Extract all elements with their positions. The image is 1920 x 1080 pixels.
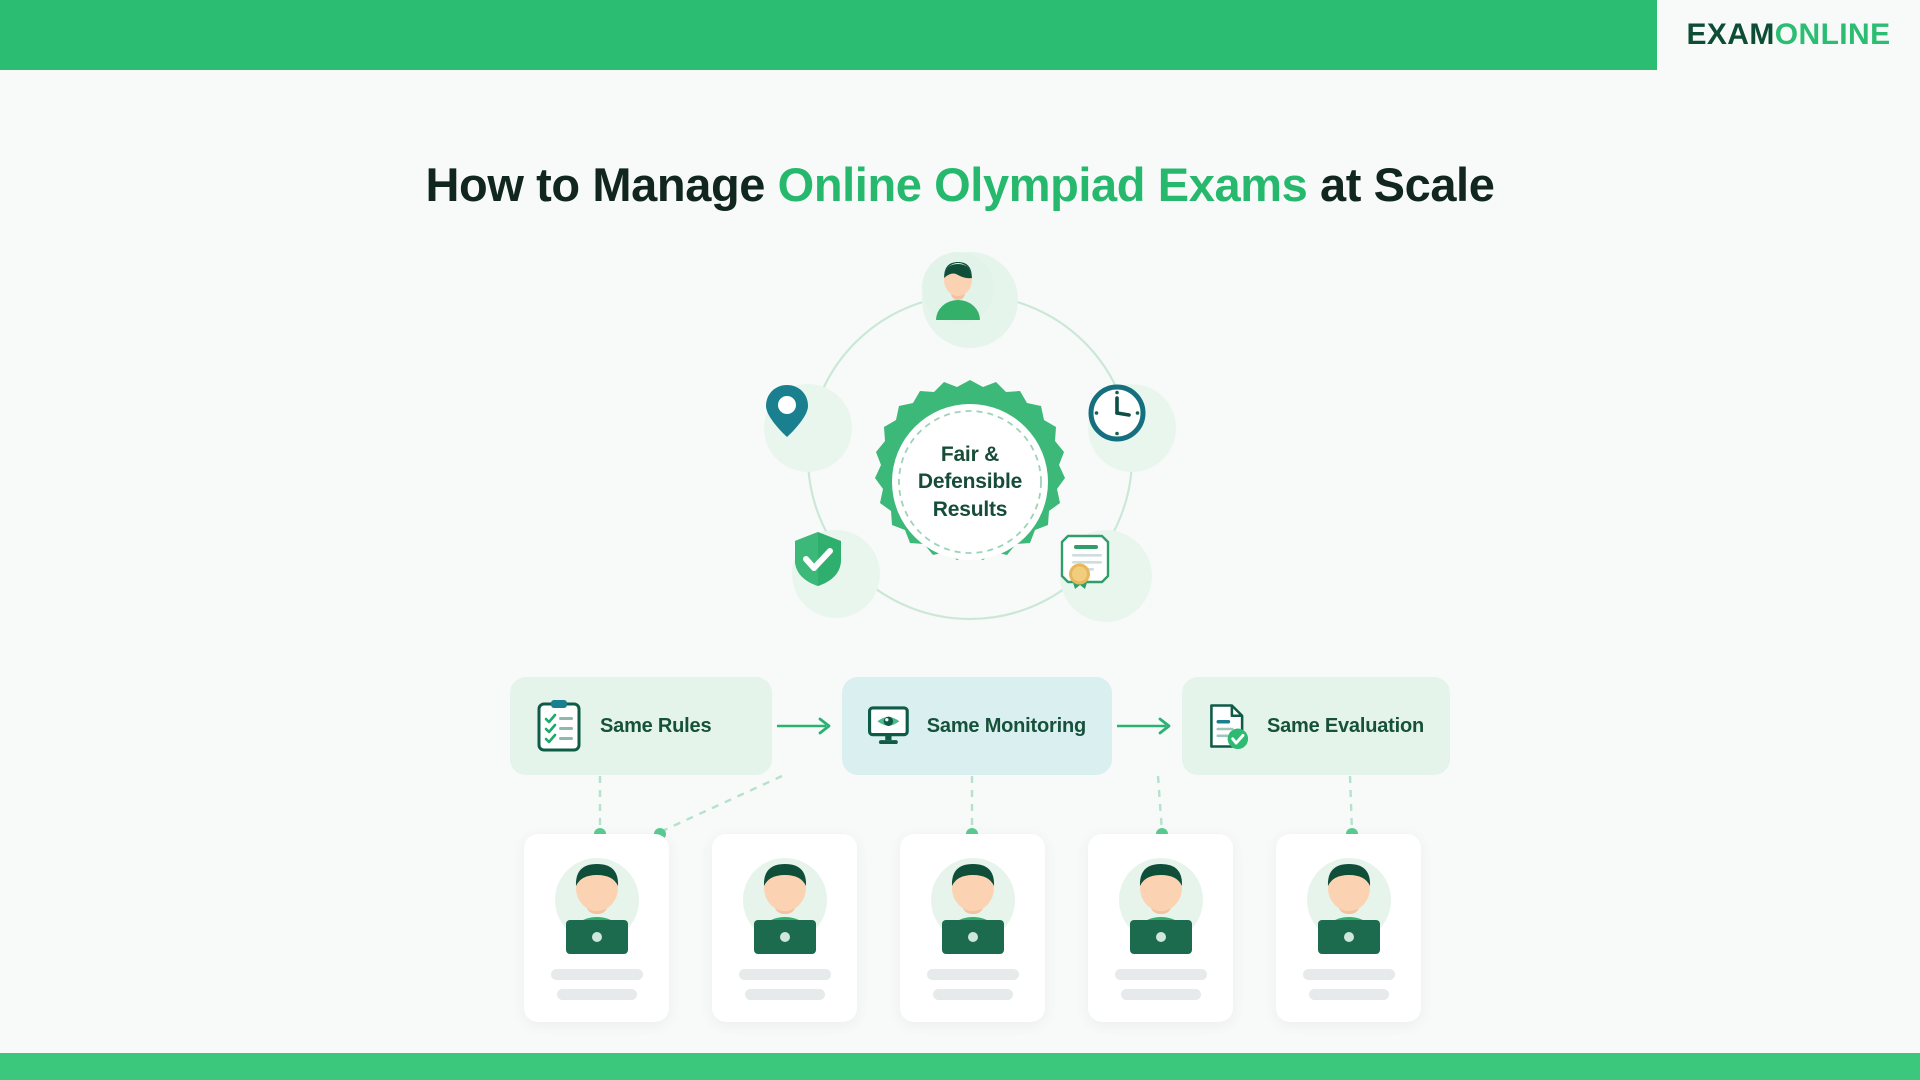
- student-card-5[interactable]: [1276, 834, 1421, 1022]
- card-line-2: [1120, 989, 1201, 1000]
- process-row: Same Rules Same Monitoring: [510, 676, 1450, 776]
- person-avatar-icon: [922, 252, 1018, 348]
- clipboard-checklist-icon: [537, 700, 581, 752]
- student-laptop-icon: [742, 858, 827, 954]
- bottom-bar: [0, 1053, 1920, 1080]
- arrow-right-icon-2: [1112, 716, 1182, 736]
- card-line-1: [1302, 969, 1395, 980]
- student-card-1[interactable]: [524, 834, 669, 1022]
- process-step-label: Same Evaluation: [1266, 714, 1424, 737]
- top-bar: EXAMONLINE: [0, 0, 1920, 70]
- clock-icon: [1088, 384, 1176, 472]
- top-bar-green-fill: [0, 0, 1657, 70]
- logo-text-online: ONLINE: [1774, 18, 1891, 51]
- brand-logo: EXAMONLINE: [1657, 0, 1920, 70]
- card-placeholder-lines: [712, 969, 857, 1000]
- page-title-highlight: Online Olympiad Exams: [777, 158, 1308, 212]
- center-badge: Fair & Defensible Results: [865, 377, 1075, 587]
- page-title-part1: How to Manage: [425, 158, 778, 212]
- student-card-3[interactable]: [900, 834, 1045, 1022]
- process-step-same-monitoring[interactable]: Same Monitoring: [842, 677, 1112, 775]
- student-laptop-icon: [930, 858, 1015, 954]
- center-badge-line-1: Fair &: [940, 443, 1000, 467]
- card-placeholder-lines: [900, 969, 1045, 1000]
- certificate-seal-icon: [1060, 530, 1152, 622]
- card-placeholder-lines: [1088, 969, 1233, 1000]
- student-card-4[interactable]: [1088, 834, 1233, 1022]
- arrow-right-icon-1: [772, 716, 842, 736]
- logo-text-exam: EXAM: [1686, 18, 1775, 51]
- student-laptop-icon: [1118, 858, 1203, 954]
- center-badge-line-3: Results: [932, 497, 1008, 521]
- center-badge-line-2: Defensible: [917, 470, 1023, 494]
- process-step-label: Same Rules: [600, 714, 712, 737]
- process-step-same-rules[interactable]: Same Rules: [510, 677, 772, 775]
- student-laptop-icon: [1306, 858, 1391, 954]
- card-placeholder-lines: [1276, 969, 1421, 1000]
- process-step-same-evaluation[interactable]: Same Evaluation: [1182, 677, 1450, 775]
- card-line-2: [1308, 989, 1389, 1000]
- process-step-label: Same Monitoring: [926, 714, 1086, 737]
- card-line-1: [738, 969, 831, 980]
- card-line-1: [926, 969, 1019, 980]
- page-title-part2: at Scale: [1307, 158, 1495, 212]
- card-line-1: [1114, 969, 1207, 980]
- card-placeholder-lines: [524, 969, 669, 1000]
- card-line-1: [550, 969, 643, 980]
- location-pin-icon: [764, 384, 852, 472]
- student-laptop-icon: [554, 858, 639, 954]
- student-cards-row: [524, 834, 1424, 1029]
- card-line-2: [744, 989, 825, 1000]
- shield-check-icon: [792, 530, 880, 618]
- card-line-2: [932, 989, 1013, 1000]
- hub-diagram: Fair & Defensible Results: [760, 252, 1180, 662]
- card-line-2: [556, 989, 637, 1000]
- page-title: How to Manage Online Olympiad Exams at S…: [0, 159, 1920, 211]
- student-card-2[interactable]: [712, 834, 857, 1022]
- document-check-icon: [1210, 704, 1249, 750]
- monitor-eye-icon: [868, 706, 909, 745]
